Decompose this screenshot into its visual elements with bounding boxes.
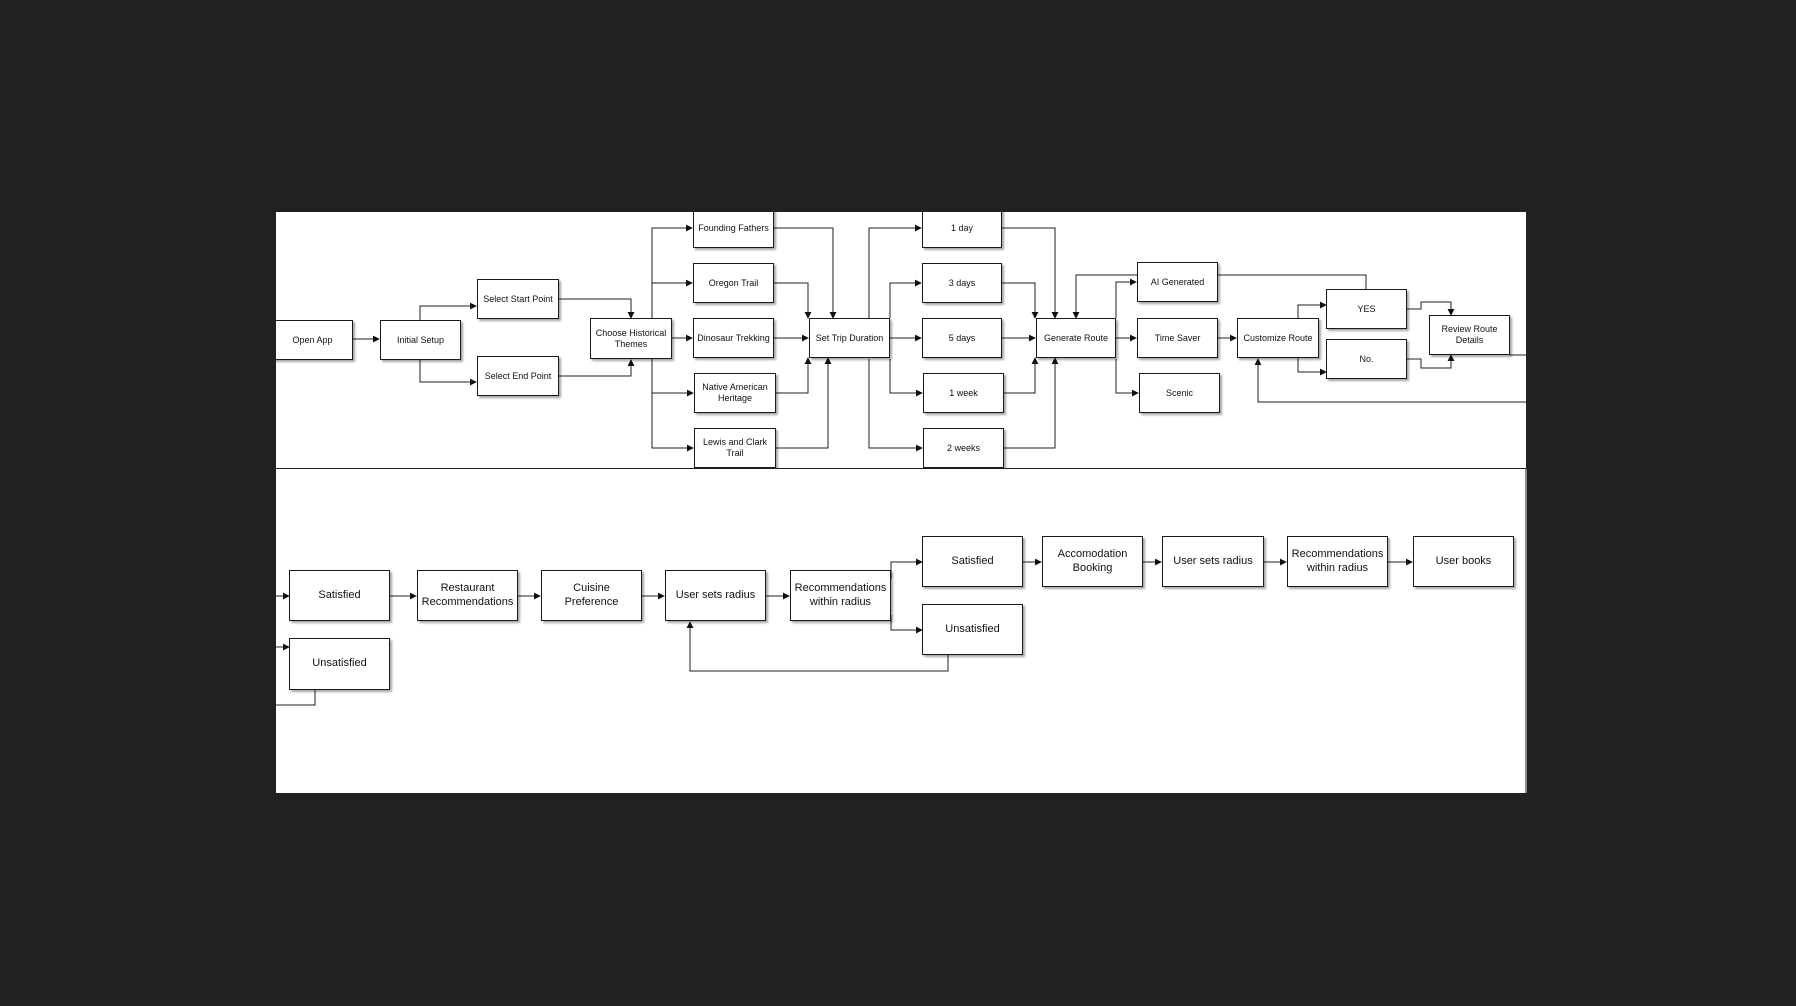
select-start-point-node: Select Start Point <box>477 279 559 319</box>
unsatisfied-right-node: Unsatisfied <box>922 604 1023 655</box>
user-sets-radius-2-node: User sets radius <box>1162 536 1264 587</box>
top-flow-connectors <box>353 224 1526 452</box>
route-time-saver-node: Time Saver <box>1137 318 1218 358</box>
select-end-point-node: Select End Point <box>477 356 559 396</box>
no-node: No. <box>1326 339 1407 379</box>
duration-1-day-node: 1 day <box>922 212 1002 248</box>
unsatisfied-left-node: Unsatisfied <box>289 638 390 690</box>
theme-dinosaur-trekking-node: Dinosaur Trekking <box>693 318 774 358</box>
duration-5-days-node: 5 days <box>922 318 1002 358</box>
bottom-flow-connectors <box>276 558 1413 706</box>
customize-route-node: Customize Route <box>1237 318 1319 358</box>
generate-route-node: Generate Route <box>1036 318 1116 358</box>
initial-setup-node: Initial Setup <box>380 320 461 360</box>
accomodation-booking-node: Accomodation Booking <box>1042 536 1143 587</box>
theme-oregon-trail-node: Oregon Trail <box>693 263 774 303</box>
bottom-flow-panel: Satisfied Unsatisfied Restaurant Recomme… <box>276 469 1527 793</box>
route-scenic-node: Scenic <box>1139 373 1220 413</box>
route-ai-generated-node: AI Generated <box>1137 262 1218 302</box>
cuisine-preference-node: Cuisine Preference <box>541 570 642 621</box>
user-books-node: User books <box>1413 536 1514 587</box>
restaurant-recommendations-node: Restaurant Recommendations <box>417 570 518 621</box>
theme-native-american-heritage-node: Native American Heritage <box>694 373 776 413</box>
recommendations-within-radius-2-node: Recommendations within radius <box>1287 536 1388 587</box>
duration-2-weeks-node: 2 weeks <box>923 428 1004 468</box>
theme-founding-fathers-node: Founding Fathers <box>693 212 774 248</box>
duration-1-week-node: 1 week <box>923 373 1004 413</box>
user-sets-radius-1-node: User sets radius <box>665 570 766 621</box>
satisfied-left-node: Satisfied <box>289 570 390 621</box>
set-trip-duration-node: Set Trip Duration <box>809 318 890 358</box>
duration-3-days-node: 3 days <box>922 263 1002 303</box>
open-app-node: Open App <box>276 320 353 360</box>
recommendations-within-radius-1-node: Recommendations within radius <box>790 570 891 621</box>
choose-historical-themes-node: Choose Historical Themes <box>590 318 672 359</box>
top-flow-panel: Open App Initial Setup Select Start Poin… <box>276 212 1526 468</box>
satisfied-right-node: Satisfied <box>922 536 1023 587</box>
theme-lewis-and-clark-trail-node: Lewis and Clark Trail <box>694 428 776 468</box>
review-route-details-node: Review Route Details <box>1429 315 1510 355</box>
yes-node: YES <box>1326 289 1407 329</box>
